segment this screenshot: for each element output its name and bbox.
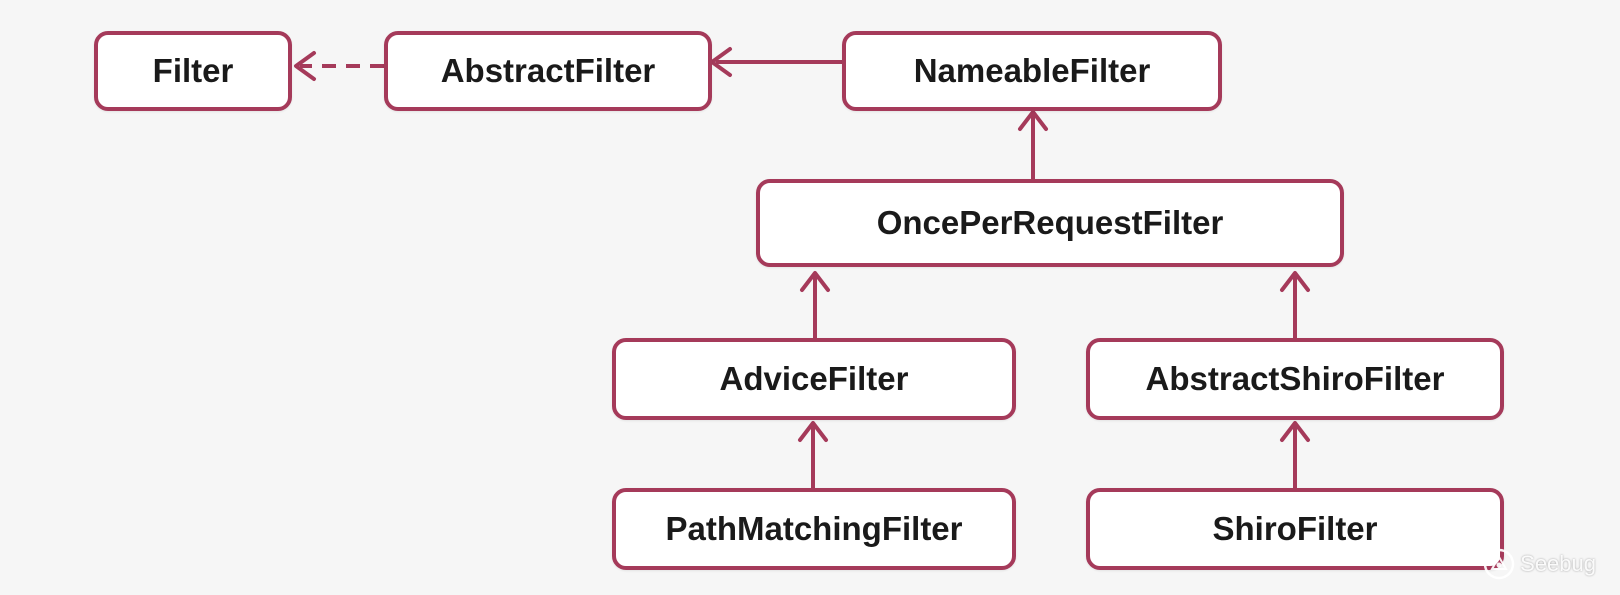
node-filter: Filter [94, 31, 292, 111]
node-path-matching-filter: PathMatchingFilter [612, 488, 1016, 570]
node-abstract-shiro-filter: AbstractShiroFilter [1086, 338, 1504, 420]
node-abstract-filter: AbstractFilter [384, 31, 712, 111]
node-nameable-filter: NameableFilter [842, 31, 1222, 111]
seebug-logo-icon [1483, 548, 1515, 580]
edge-nameablefilter-to-abstractfilter [710, 47, 842, 77]
edge-abstractfilter-to-filter [294, 51, 384, 81]
edge-abstractshirofilter-to-oncefilter [1280, 271, 1310, 338]
node-shiro-filter: ShiroFilter [1086, 488, 1504, 570]
node-once-per-request-filter: OncePerRequestFilter [756, 179, 1344, 267]
watermark-text: Seebug [1520, 551, 1596, 576]
edge-shirofilter-to-abstractshirofilter [1280, 421, 1310, 488]
node-advice-filter: AdviceFilter [612, 338, 1016, 420]
edge-oncefilter-to-nameablefilter [1018, 110, 1048, 179]
edge-pathmatchingfilter-to-advicefilter [798, 421, 828, 488]
edge-advicefilter-to-oncefilter [800, 271, 830, 338]
watermark: Seebug [1482, 547, 1596, 581]
